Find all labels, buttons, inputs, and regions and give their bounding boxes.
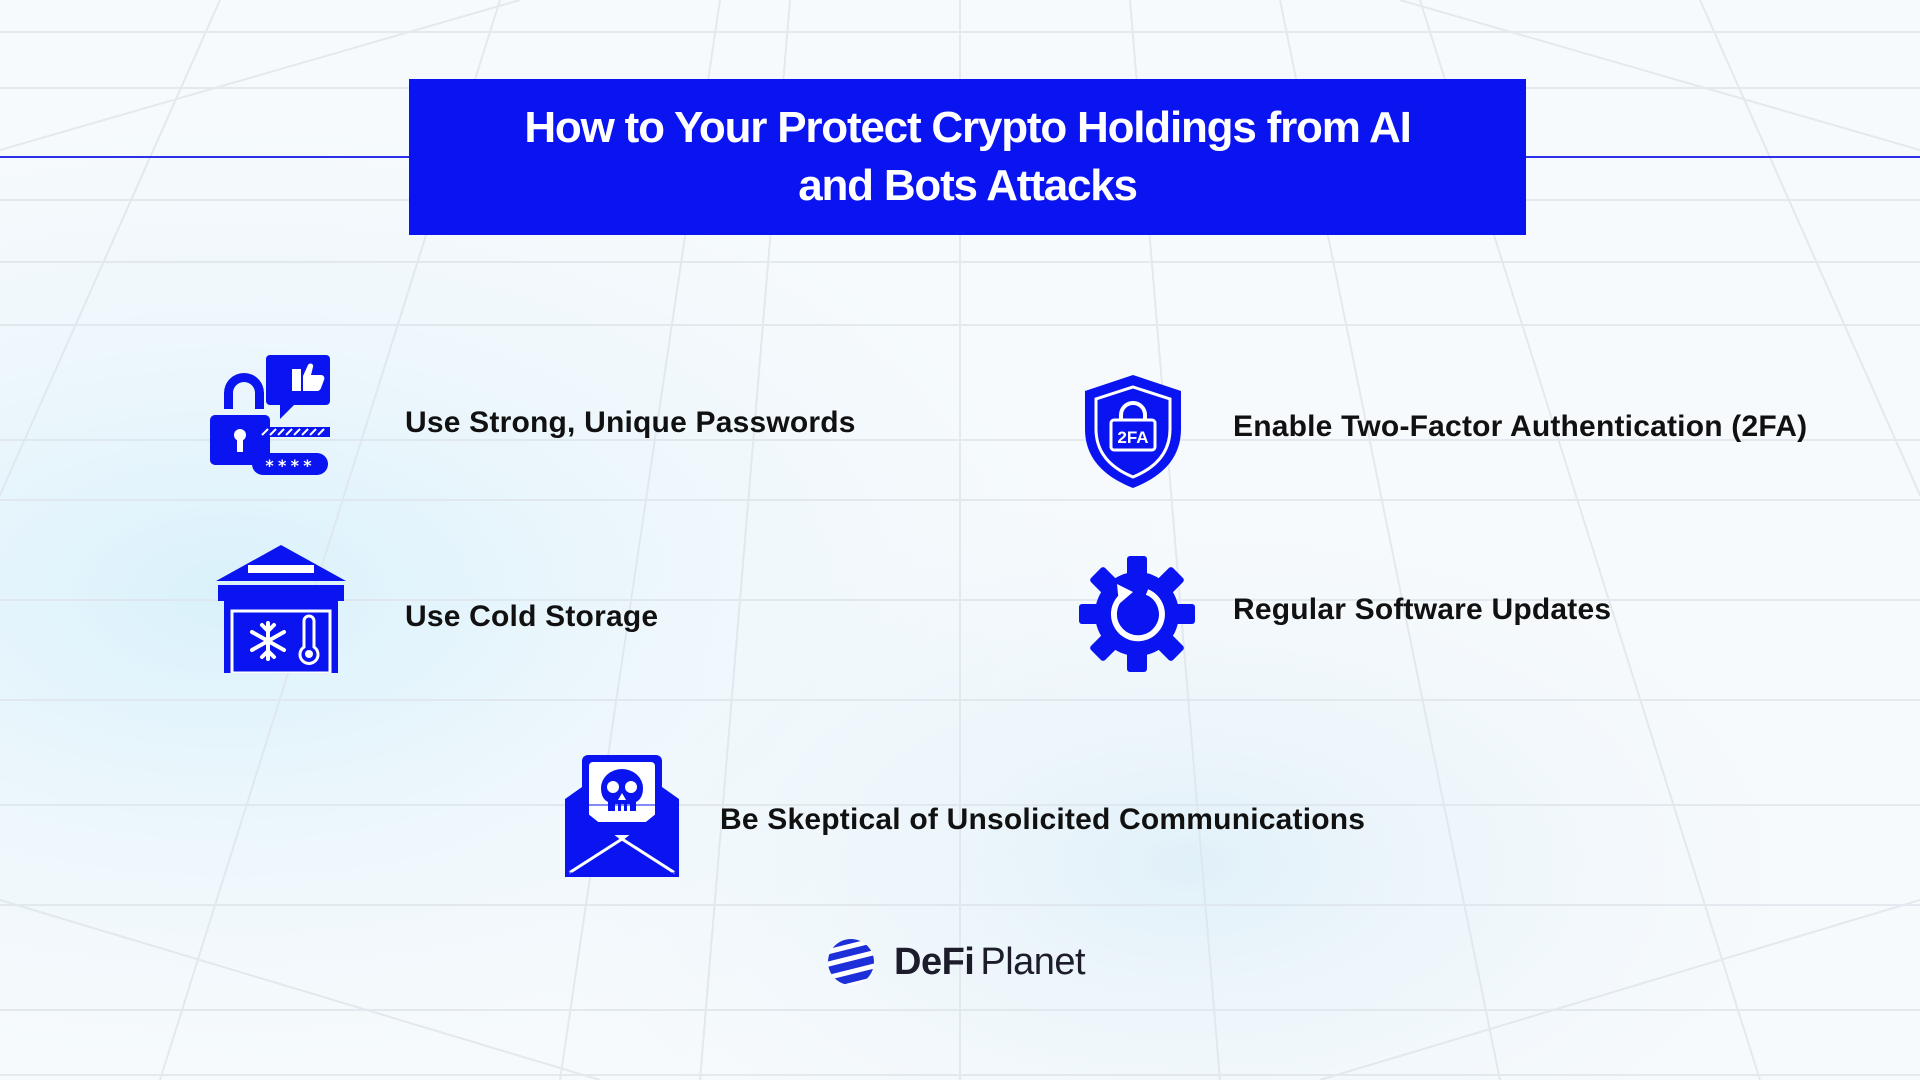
page-title-line-1: How to Your Protect Crypto Holdings from…	[524, 103, 1411, 152]
planet-logo-icon	[828, 939, 874, 985]
shield-2fa-icon: 2FA	[1085, 375, 1181, 488]
password-lock-icon: ****	[210, 355, 330, 475]
shield-2fa-label: 2FA	[1117, 428, 1148, 447]
page-title-line-2: and Bots Attacks	[798, 161, 1138, 210]
item-skeptical-communications: Be Skeptical of Unsolicited Communicatio…	[720, 803, 1366, 836]
item-cold-storage: Use Cold Storage	[405, 600, 659, 633]
malicious-email-icon	[565, 755, 679, 877]
brand-defi: DeFi	[894, 940, 975, 983]
item-software-updates: Regular Software Updates	[1233, 593, 1612, 626]
brand-planet: Planet	[980, 940, 1086, 983]
gear-refresh-icon	[1079, 556, 1195, 672]
item-enable-2fa: Enable Two-Factor Authentication (2FA)	[1233, 410, 1808, 443]
cold-storage-icon	[216, 545, 346, 673]
item-strong-passwords: Use Strong, Unique Passwords	[405, 406, 856, 439]
password-mask: ****	[265, 456, 316, 475]
title-banner: How to Your Protect Crypto Holdings from…	[409, 79, 1526, 235]
